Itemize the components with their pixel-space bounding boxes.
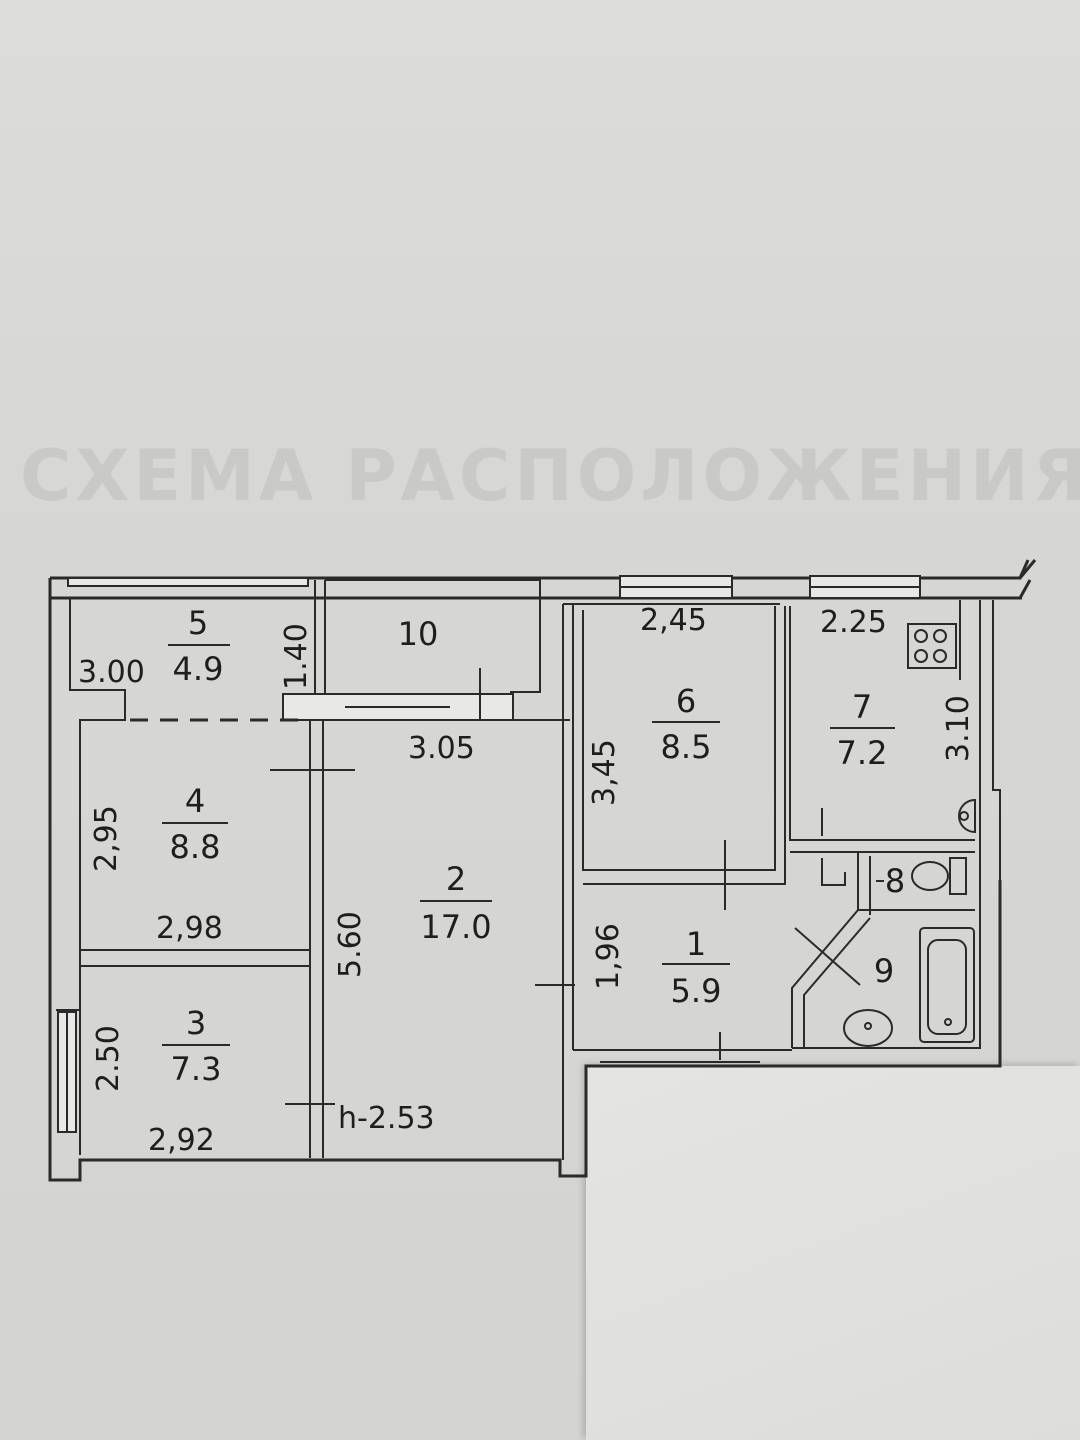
dim-room-4-width: 2,98	[156, 911, 223, 946]
room-6-number: 6	[676, 682, 696, 720]
room-8-number: 8	[885, 862, 905, 900]
room-4-number: 4	[185, 782, 205, 820]
room-1-number: 1	[686, 925, 706, 963]
room-10-number: 10	[398, 615, 439, 653]
room-6-area: 8.5	[661, 728, 712, 766]
dimension-labels: 3.00 1.40 3.05 2,95 2,98 2.50 2,92 5.60 …	[78, 603, 976, 1158]
dim-room-4-depth: 2,95	[89, 805, 124, 872]
dim-room-3-width: 2,92	[148, 1123, 215, 1158]
dim-room-7-depth: 3.10	[941, 695, 976, 762]
toilet-icon	[911, 857, 967, 895]
room-7-number: 7	[852, 688, 872, 726]
overlapping-sheet	[586, 1066, 1080, 1440]
stove-icon	[907, 623, 957, 669]
dim-room-6-depth: 3,45	[587, 739, 622, 806]
room-labels: 5 4.9 10 6 8.5 7 7.2 4 8.8 2 17.0 1 5.9 …	[162, 604, 905, 1088]
sink-icon	[958, 798, 976, 834]
room-2-area: 17.0	[420, 908, 491, 946]
door-marks	[270, 668, 861, 1105]
room-3-area: 7.3	[171, 1050, 222, 1088]
bathtub-icon	[919, 927, 975, 1043]
ceiling-height: h-2.53	[338, 1101, 435, 1136]
room-9-number: 9	[874, 952, 894, 990]
room-5-area: 4.9	[173, 650, 224, 688]
room-4-area: 8.8	[170, 828, 221, 866]
dim-room-7-width: 2.25	[820, 605, 887, 640]
dim-room-1-depth: 1,96	[591, 923, 626, 990]
interior-walls	[80, 579, 975, 1160]
windows	[57, 575, 921, 1133]
dim-room-2-width: 3.05	[408, 731, 475, 766]
dim-room-6-width: 2,45	[640, 603, 707, 638]
room-3-number: 3	[186, 1004, 206, 1042]
dim-room-2-depth: 5.60	[333, 911, 368, 978]
dim-room-3-depth: 2.50	[91, 1025, 126, 1092]
room-5-number: 5	[188, 604, 208, 642]
washbasin-icon	[843, 1009, 893, 1047]
dim-room-5-depth: 1.40	[279, 623, 314, 690]
room-7-area: 7.2	[837, 734, 888, 772]
room-2-number: 2	[446, 860, 466, 898]
ghost-header-text: СХЕМА РАСПОЛОЖЕНИЯ	[20, 435, 1080, 517]
room-1-area: 5.9	[671, 972, 722, 1010]
dim-room-5-width: 3.00	[78, 655, 145, 690]
